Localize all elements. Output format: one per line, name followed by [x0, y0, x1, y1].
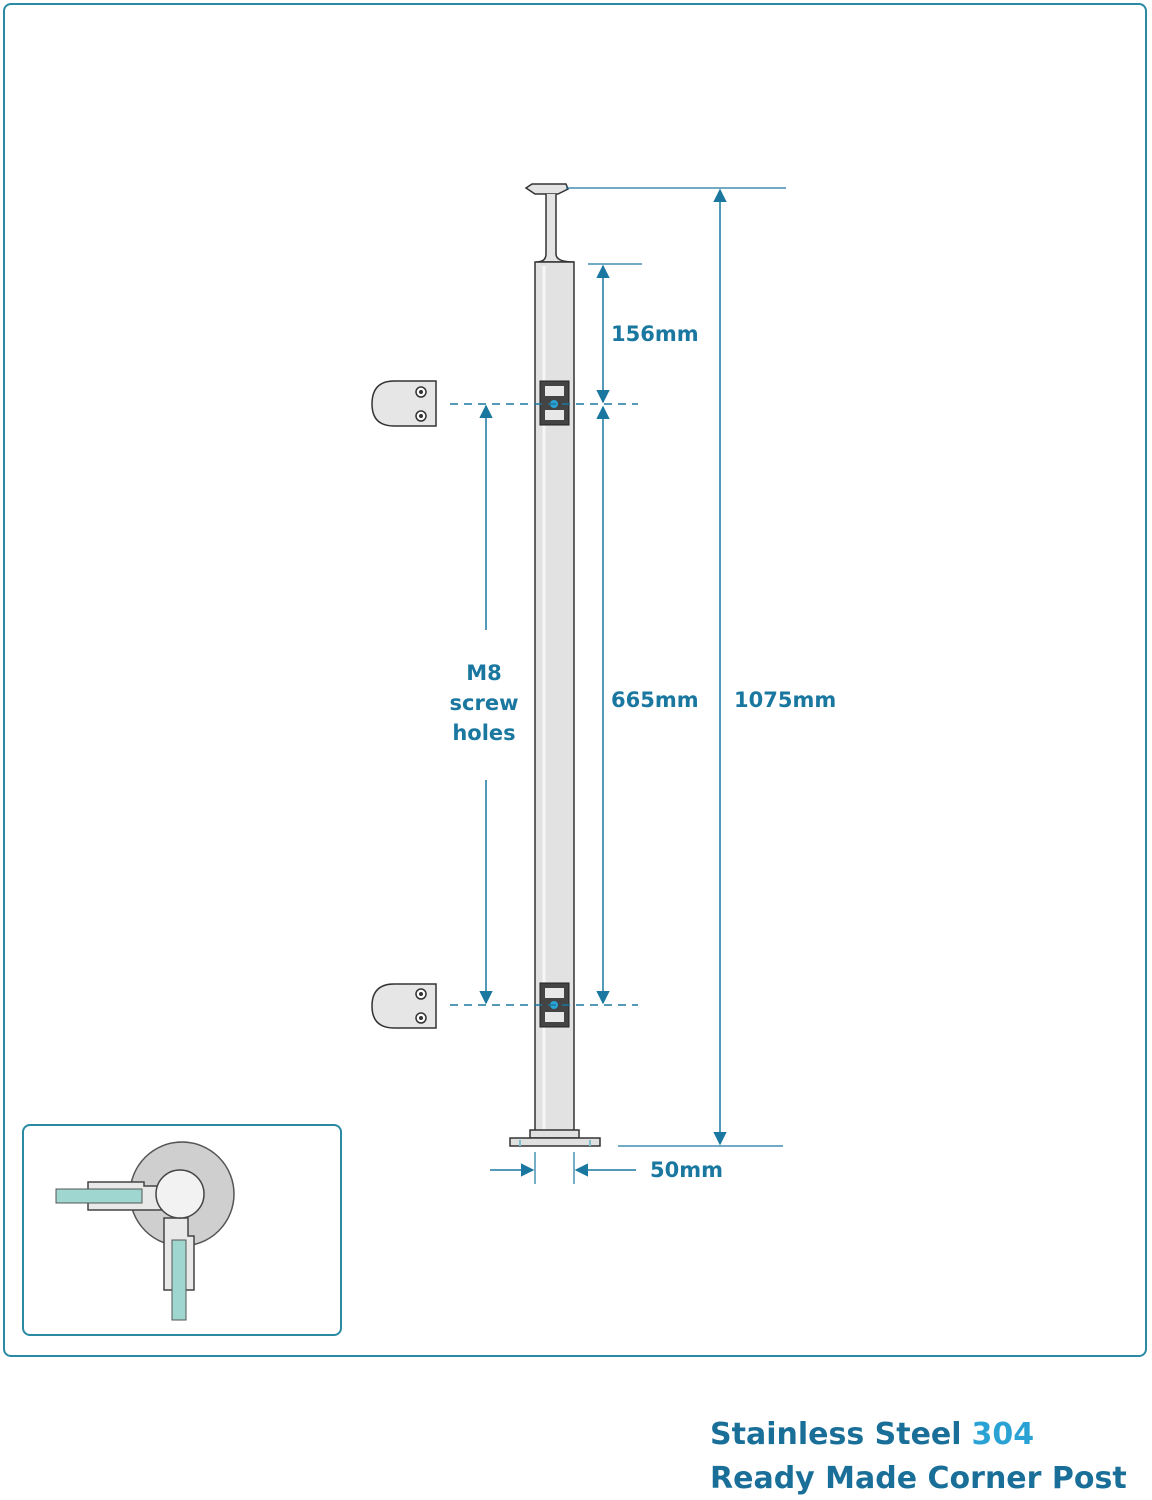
corner-top-view-inset: [22, 1124, 342, 1336]
glass-clamp-lower: [371, 983, 437, 1029]
dim-156-label: 156mm: [611, 322, 699, 346]
base-plate: [509, 1129, 601, 1147]
holes-label-line-3: holes: [452, 721, 516, 745]
post-drawing: [371, 183, 786, 1184]
handrail-saddle: [524, 183, 575, 263]
dim-1075-label: 1075mm: [734, 688, 837, 712]
holes-label-line-2: screw: [449, 691, 519, 715]
upper-clamp-mount: [539, 380, 570, 426]
product-caption: Stainless Steel 304 Ready Made Corner Pos…: [710, 1412, 1127, 1500]
dim-50-label: 50mm: [650, 1158, 723, 1182]
m8-screw-holes-label: M8 screw holes: [429, 658, 539, 748]
product-subtitle: Ready Made Corner Post: [710, 1461, 1127, 1496]
diagram-frame: [3, 3, 1147, 1357]
glass-clamp-upper: [371, 380, 437, 427]
holes-label-line-1: M8: [466, 661, 502, 685]
material-title: Stainless Steel: [710, 1417, 962, 1452]
dim-665-label: 665mm: [611, 688, 699, 712]
steel-grade: 304: [971, 1417, 1035, 1452]
caption-line-1: Stainless Steel 304: [710, 1412, 1127, 1458]
corner-top-view-drawing: [55, 1141, 235, 1321]
